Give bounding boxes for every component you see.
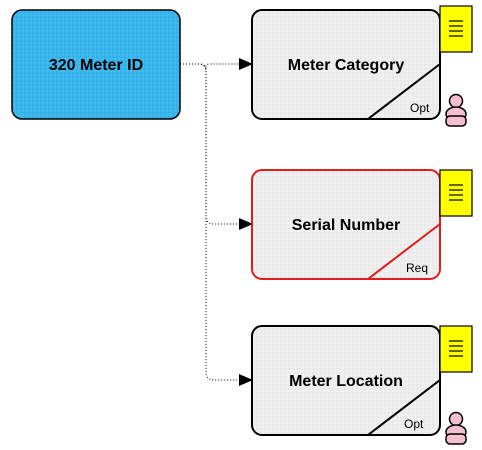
root-node-label: 320 Meter ID (49, 57, 143, 74)
connectors (180, 58, 253, 386)
child-node-label: Meter Location (289, 373, 403, 390)
person-icon (445, 411, 467, 445)
note-icon[interactable] (439, 169, 473, 217)
root-node-box (11, 9, 181, 120)
child-node-tag: Req (406, 261, 428, 275)
person-icon (445, 93, 467, 127)
child-node-tag: Opt (410, 101, 430, 115)
child-node-serial-number[interactable]: Serial Number Req (251, 169, 441, 280)
child-node-label: Serial Number (292, 217, 400, 234)
note-icon[interactable] (439, 5, 473, 53)
note-icon[interactable] (439, 325, 473, 373)
connector-meter-category (180, 58, 253, 71)
connector-meter-location (180, 63, 253, 386)
child-node-corner-diagonal (367, 379, 441, 436)
child-node-tag: Opt (404, 417, 424, 431)
connector-serial-number (180, 63, 253, 230)
child-node-label: Meter Category (288, 57, 405, 74)
child-node-corner-diagonal (367, 223, 441, 280)
child-node-corner-diagonal (367, 63, 441, 120)
child-node-meter-location[interactable]: Meter Location Opt (251, 325, 441, 436)
root-node[interactable]: 320 Meter ID (11, 9, 181, 120)
child-node-meter-category[interactable]: Meter Category Opt (251, 9, 441, 120)
